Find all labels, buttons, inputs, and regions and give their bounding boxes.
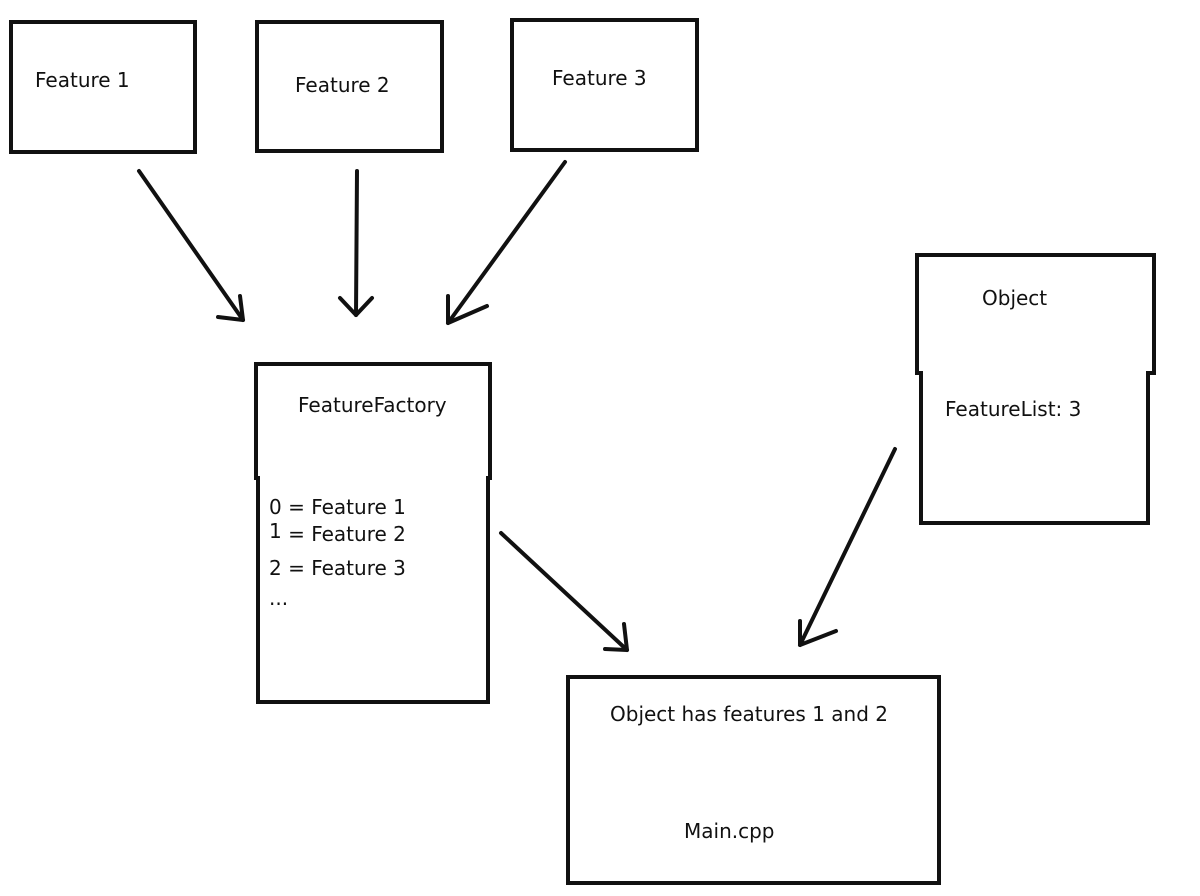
arrow-feature2-to-factory <box>338 169 374 317</box>
main-summary: Object has features 1 and 2 <box>610 702 888 726</box>
factory-entry-2: 2 = Feature 3 <box>269 558 406 578</box>
main-cpp-box <box>566 675 941 885</box>
object-header-box <box>915 253 1156 375</box>
feature-factory-header-box <box>254 362 492 480</box>
feature-1-box <box>9 20 197 154</box>
main-file-label: Main.cpp <box>684 819 775 843</box>
feature-2-label: Feature 2 <box>295 73 390 97</box>
factory-entry-index: 1 <box>269 519 282 543</box>
factory-entry-label: = Feature 3 <box>288 556 406 580</box>
arrow-factory-to-main <box>499 531 629 652</box>
object-title: Object <box>982 286 1048 310</box>
feature-factory-title: FeatureFactory <box>298 393 447 417</box>
object-feature-list: FeatureList: 3 <box>945 397 1082 421</box>
feature-1-label: Feature 1 <box>35 68 130 92</box>
feature-factory-body-box <box>256 476 490 704</box>
arrow-object-to-main <box>798 447 897 647</box>
object-body-box <box>919 371 1150 525</box>
factory-ellipsis: ... <box>269 586 289 610</box>
feature-3-box <box>510 18 699 152</box>
factory-entry-index: 0 <box>269 495 282 519</box>
factory-entry-0: 0 = Feature 1 <box>269 497 406 517</box>
factory-entry-label: = Feature 2 <box>288 522 406 546</box>
feature-2-box <box>255 20 444 153</box>
feature-3-label: Feature 3 <box>552 66 647 90</box>
factory-entry-index: 2 <box>269 556 282 580</box>
factory-entry-1: 1 = Feature 2 <box>269 521 406 546</box>
factory-entry-label: = Feature 1 <box>288 495 406 519</box>
arrow-feature1-to-factory <box>137 169 245 322</box>
arrow-feature3-to-factory <box>446 160 567 325</box>
